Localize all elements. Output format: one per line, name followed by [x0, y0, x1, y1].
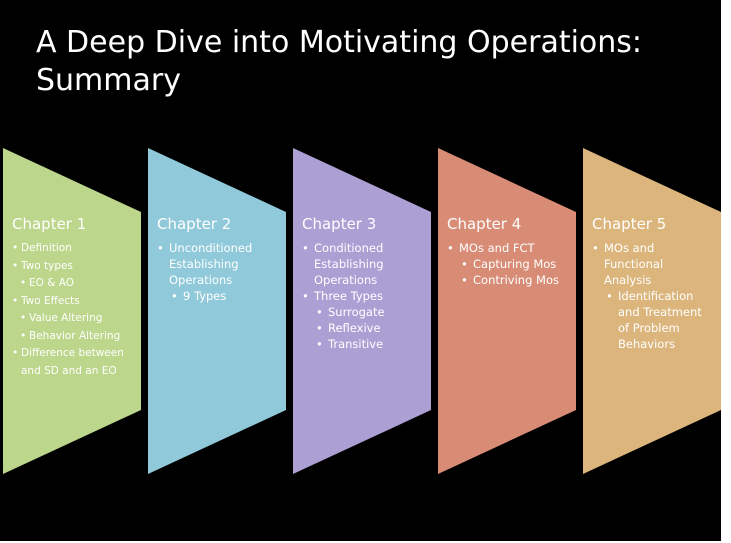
bullet-item: Two Effects: [12, 293, 130, 311]
chapter-heading: Chapter 3: [302, 215, 377, 233]
chevron-chapter-3: Chapter 3 Conditioned Establishing Opera…: [293, 148, 431, 474]
chevron-shape-icon: [148, 148, 286, 474]
chapter-heading: Chapter 5: [592, 215, 667, 233]
chapter-content: Chapter 3 Conditioned Establishing Opera…: [302, 214, 420, 352]
chevron-chapter-1: Chapter 1 Definition Two types EO & AO T…: [3, 148, 141, 474]
bullet-list: Conditioned Establishing Operations Thre…: [302, 240, 420, 352]
sub-bullet-item: Transitive: [316, 336, 420, 352]
sub-bullet-item: Identification and Treatment of Problem …: [606, 288, 710, 352]
bullet-item: Conditioned Establishing Operations: [302, 240, 420, 288]
bullet-item: Two types: [12, 258, 130, 276]
bullet-list: Definition Two types EO & AO Two Effects…: [12, 240, 130, 380]
chapter-heading: Chapter 1: [12, 215, 87, 233]
bullet-list: MOs and FCT Capturing Mos Contriving Mos: [447, 240, 565, 288]
sub-bullet-item: Reflexive: [316, 320, 420, 336]
slide-title: A Deep Dive into Motivating Operations: …: [36, 24, 696, 100]
chevron-chapter-2: Chapter 2 Unconditioned Establishing Ope…: [148, 148, 286, 474]
chevron-shape-icon: [438, 148, 576, 474]
bullet-item: MOs and FCT: [447, 240, 565, 256]
bullet-item: Definition: [12, 240, 130, 258]
chevron-chapter-4: Chapter 4 MOs and FCT Capturing Mos Cont…: [438, 148, 576, 474]
sub-bullet-item: Behavior Altering: [20, 328, 130, 346]
slide-title-line-2: Summary: [36, 63, 181, 98]
sub-bullet-item: EO & AO: [20, 275, 130, 293]
chevron-chapter-5: Chapter 5 MOs and Functional Analysis Id…: [583, 148, 721, 474]
bullet-list: Unconditioned Establishing Operations 9 …: [157, 240, 275, 304]
sub-bullet-item: 9 Types: [171, 288, 275, 304]
sub-bullet-item: Contriving Mos: [461, 272, 565, 288]
sub-bullet-item: Value Altering: [20, 310, 130, 328]
sub-bullet-item: Capturing Mos: [461, 256, 565, 272]
bullet-item: Three Types: [302, 288, 420, 304]
chapter-content: Chapter 4 MOs and FCT Capturing Mos Cont…: [447, 214, 565, 288]
bullet-item: Difference between and SD and an EO: [12, 345, 130, 380]
bullet-item: MOs and Functional Analysis: [592, 240, 710, 288]
slide-title-line-1: A Deep Dive into Motivating Operations:: [36, 25, 643, 60]
chapter-content: Chapter 1 Definition Two types EO & AO T…: [12, 214, 130, 380]
sub-bullet-item: Surrogate: [316, 304, 420, 320]
chapter-heading: Chapter 4: [447, 215, 522, 233]
chapter-content: Chapter 5 MOs and Functional Analysis Id…: [592, 214, 710, 352]
bullet-item: Unconditioned Establishing Operations: [157, 240, 275, 288]
chapter-content: Chapter 2 Unconditioned Establishing Ope…: [157, 214, 275, 304]
chapter-heading: Chapter 2: [157, 215, 232, 233]
bullet-list: MOs and Functional Analysis Identificati…: [592, 240, 710, 352]
